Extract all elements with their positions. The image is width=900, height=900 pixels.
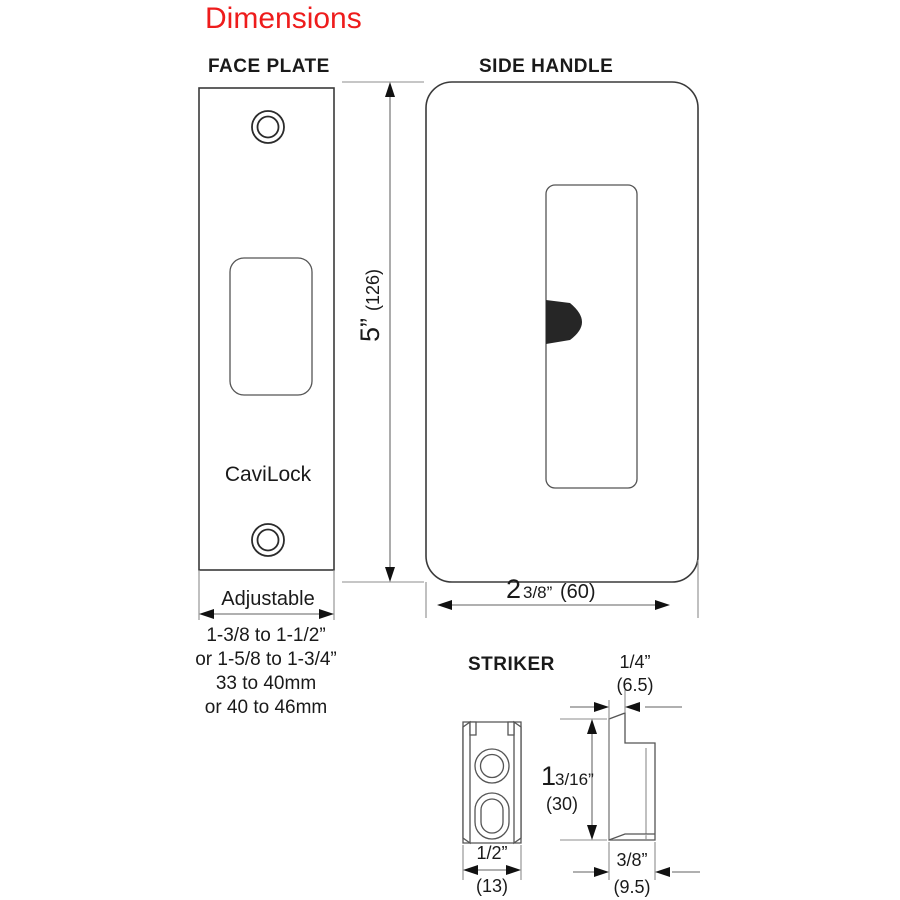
side-handle-width-dimension: 2 3/8” (60) bbox=[425, 560, 699, 618]
side-handle-height-value: 5” bbox=[355, 318, 385, 342]
side-handle-height-metric: (126) bbox=[363, 269, 383, 311]
striker-front-width-dimension: 1/2” (13) bbox=[462, 843, 522, 896]
striker-front-view bbox=[462, 720, 522, 845]
arrow-left bbox=[437, 600, 452, 610]
striker-front-top-right-tab bbox=[507, 721, 515, 736]
face-plate-heading: FACE PLATE bbox=[208, 56, 330, 77]
arrow-left bbox=[199, 609, 214, 619]
striker-lip-depth-metric: (6.5) bbox=[616, 675, 653, 695]
thickness-note-1: or 1-5/8 to 1-3/4” bbox=[195, 649, 337, 670]
side-handle-width-fraction: 3/8” bbox=[523, 583, 553, 602]
striker-side-profile bbox=[608, 712, 656, 841]
side-handle-width-whole: 2 bbox=[506, 574, 521, 604]
arrow-right bbox=[319, 609, 334, 619]
striker-side-height-fraction: 3/16” bbox=[555, 770, 594, 789]
striker-front-top-left-tab bbox=[469, 721, 477, 736]
arrow-left bbox=[463, 865, 478, 875]
arrow-down bbox=[587, 825, 597, 840]
arrow-up bbox=[385, 82, 395, 97]
face-plate-width-dimension: Adjustable bbox=[198, 570, 335, 620]
arrow-left bbox=[655, 867, 670, 877]
page-title: Dimensions bbox=[205, 2, 362, 35]
face-plate-bottom-screw-hole bbox=[251, 523, 285, 557]
striker-side-depth-imperial: 3/8” bbox=[616, 850, 647, 870]
thickness-note-0: 1-3/8 to 1-1/2” bbox=[206, 625, 325, 646]
side-handle-heading: SIDE HANDLE bbox=[479, 56, 613, 77]
striker-side-depth-metric: (9.5) bbox=[613, 877, 650, 897]
arrow-right bbox=[594, 702, 609, 712]
striker-side-height-metric: (30) bbox=[546, 794, 578, 814]
adjustable-label: Adjustable bbox=[221, 588, 314, 610]
thickness-note-2: 33 to 40mm bbox=[216, 673, 316, 694]
side-handle-drawing bbox=[425, 81, 699, 583]
striker-side-height-whole: 1 bbox=[541, 761, 556, 791]
striker-side-bottom-edge bbox=[608, 833, 655, 841]
striker-front-oblong-slot bbox=[480, 798, 504, 834]
striker-lip-depth-dimension: 1/4” (6.5) bbox=[570, 652, 682, 719]
arrow-left bbox=[625, 702, 640, 712]
striker-heading: STRIKER bbox=[468, 654, 555, 675]
striker-front-right-rail bbox=[513, 720, 522, 845]
striker-side-depth-dimension: 3/8” (9.5) bbox=[573, 842, 700, 897]
face-plate-brand-label: CaviLock bbox=[225, 463, 312, 486]
striker-front-round-hole bbox=[479, 753, 505, 779]
face-plate-drawing: CaviLock bbox=[198, 87, 335, 571]
arrow-right bbox=[594, 867, 609, 877]
striker-side-view bbox=[608, 712, 656, 841]
arrow-down bbox=[385, 567, 395, 582]
thickness-note-3: or 40 to 46mm bbox=[205, 697, 328, 718]
face-plate-center-cutout bbox=[229, 257, 313, 396]
striker-side-height-dimension: 1 3/16” (30) bbox=[541, 718, 607, 841]
face-plate-thickness-notes: 1-3/8 to 1-1/2” or 1-5/8 to 1-3/4” 33 to… bbox=[195, 625, 337, 718]
arrow-right bbox=[506, 865, 521, 875]
thumbturn-lever bbox=[546, 300, 582, 344]
striker-lip-depth-imperial: 1/4” bbox=[619, 652, 650, 672]
arrow-up bbox=[587, 719, 597, 734]
striker-front-width-metric: (13) bbox=[476, 876, 508, 896]
striker-front-width-imperial: 1/2” bbox=[476, 843, 507, 863]
side-handle-height-dimension: 5” (126) bbox=[342, 81, 424, 583]
striker-front-left-rail bbox=[462, 720, 471, 845]
face-plate-top-screw-hole bbox=[251, 110, 285, 144]
side-handle-width-metric: (60) bbox=[560, 581, 596, 603]
arrow-right bbox=[655, 600, 670, 610]
